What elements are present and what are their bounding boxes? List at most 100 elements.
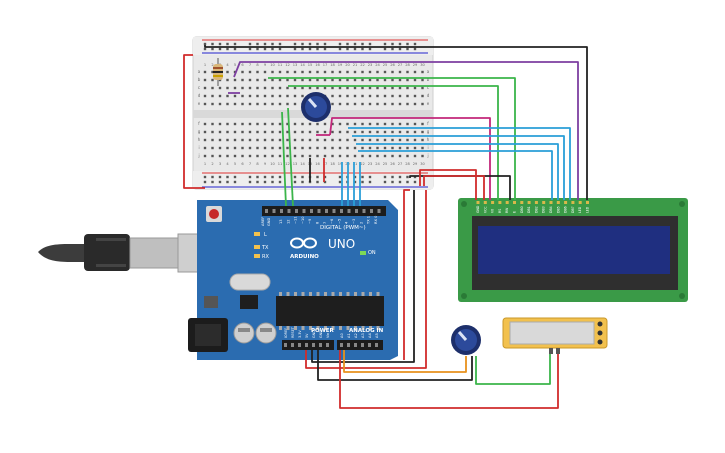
brand-label: UNO <box>328 237 355 251</box>
breadboard-hole <box>218 138 222 142</box>
rail-hole <box>256 42 259 46</box>
breadboard-hole <box>406 122 409 126</box>
breadboard-hole <box>293 102 297 106</box>
rail-hole <box>278 175 282 179</box>
lcd-pin <box>549 201 553 204</box>
breadboard-hole <box>376 146 379 150</box>
breadboard-hole <box>226 138 229 142</box>
chip-pin <box>294 292 297 296</box>
wires <box>183 45 588 409</box>
breadboard-hole <box>421 94 424 98</box>
column-label: 13 <box>293 63 298 67</box>
wire-red-down-2 <box>305 190 427 369</box>
breadboard-hole <box>241 154 244 158</box>
breadboard-hole <box>256 86 259 90</box>
column-label: 27 <box>398 162 403 166</box>
header-pin <box>340 343 343 347</box>
rail-hole <box>368 180 372 184</box>
breadboard-hole <box>361 94 364 98</box>
breadboard-hole <box>413 70 417 74</box>
breadboard-hole <box>391 146 394 150</box>
header-pin <box>272 209 276 213</box>
rail-hole <box>218 42 222 46</box>
lcd-pin <box>498 201 502 204</box>
chip-pin <box>361 292 365 296</box>
breadboard-hole <box>226 122 229 126</box>
column-label: 11 <box>278 63 283 67</box>
breadboard-hole <box>301 86 304 90</box>
column-label: 17 <box>323 162 328 166</box>
breadboard-hole <box>248 154 252 158</box>
breadboard-hole <box>286 78 289 82</box>
chip-pin <box>331 292 335 296</box>
arduino-uno-board <box>38 200 398 360</box>
breadboard-hole <box>413 102 417 106</box>
rail-hole <box>248 42 252 46</box>
rail-hole <box>233 47 237 51</box>
breadboard-hole <box>203 130 207 134</box>
breadboard-hole <box>241 94 244 98</box>
row-label: e <box>198 101 201 106</box>
breadboard-hole <box>278 86 282 90</box>
breadboard-hole <box>398 130 402 134</box>
header-pin <box>377 209 381 213</box>
wire-magenta <box>329 117 491 200</box>
breadboard-hole <box>421 122 424 126</box>
rail-hole <box>383 47 387 51</box>
breadboard-hole <box>271 154 274 158</box>
rail-hole <box>256 175 259 179</box>
breadboard-hole <box>301 146 304 150</box>
header-pin <box>305 343 308 347</box>
rail-hole <box>323 42 327 46</box>
breadboard-hole <box>211 86 214 90</box>
rail-hole <box>278 42 282 46</box>
breadboard-hole <box>308 154 312 158</box>
breadboard-hole <box>271 122 274 126</box>
row-label: d <box>427 93 430 98</box>
breadboard-hole <box>218 94 222 98</box>
logo-label: ARDUINO <box>290 254 319 260</box>
breadboard-hole <box>368 138 372 142</box>
wire-green-2 <box>288 85 499 200</box>
rail-hole <box>338 47 342 51</box>
breadboard-hole <box>241 130 244 134</box>
rail-hole <box>271 175 274 179</box>
breadboard-hole <box>263 78 267 82</box>
column-label: 12 <box>285 63 290 67</box>
header-pin <box>354 343 357 347</box>
header-pin <box>326 343 329 347</box>
chip-pin <box>354 292 357 296</box>
row-label: b <box>198 77 201 82</box>
breadboard-hole <box>256 78 259 82</box>
breadboard-hole <box>211 78 214 82</box>
breadboard-hole <box>203 122 207 126</box>
rail-hole <box>278 47 282 51</box>
rail-hole <box>308 47 312 51</box>
power-pin-label: RESET <box>291 326 295 338</box>
resistor <box>213 58 223 86</box>
column-label: 10 <box>270 162 275 166</box>
breadboard-hole <box>331 86 334 90</box>
lcd-pin-label: LED <box>586 206 590 213</box>
column-label: 9 <box>264 162 267 166</box>
breadboard-hole <box>293 78 297 82</box>
lcd-pin-label: LED <box>578 206 582 213</box>
breadboard-hole <box>203 86 207 90</box>
chip-pin <box>369 326 372 330</box>
wire-blue-3 <box>356 143 559 200</box>
breadboard-hole <box>406 130 409 134</box>
breadboard-hole <box>233 70 237 74</box>
rail-hole <box>316 175 319 179</box>
analog-pin-label: A1 <box>347 333 351 338</box>
rail-hole <box>361 42 364 46</box>
breadboard-hole <box>248 122 252 126</box>
breadboard-hole <box>293 138 297 142</box>
breadboard-hole <box>308 146 312 150</box>
digital-pin-label: ~3 <box>352 219 356 224</box>
breadboard-hole <box>338 78 342 82</box>
column-label: 2 <box>211 63 213 67</box>
breadboard-hole <box>263 146 267 150</box>
breadboard-hole <box>361 102 364 106</box>
breadboard-hole <box>406 154 409 158</box>
